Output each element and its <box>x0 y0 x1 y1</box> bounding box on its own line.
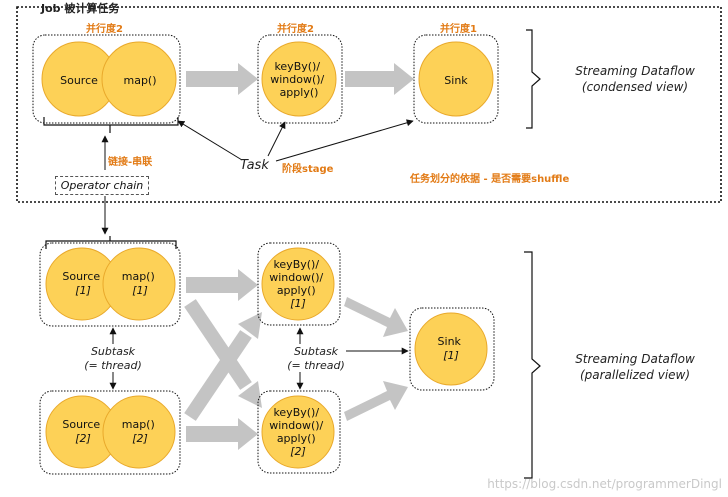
condensed-arrow-2 <box>345 63 414 95</box>
condensed-source-map-box <box>32 34 181 124</box>
condensed-sink-label: Sink <box>444 74 468 87</box>
condensed-view-brace <box>526 29 541 129</box>
subtask-left-subtitle: (= thread) <box>84 359 142 372</box>
job-box <box>16 6 722 203</box>
condensed-map-node <box>101 41 177 117</box>
condensed-keyby-box <box>257 34 343 124</box>
parallel-sink1-node <box>414 312 488 386</box>
parallel-arrow-cross-1 <box>184 299 252 390</box>
parallel-source1-label: Source [1] <box>62 270 103 297</box>
parallel-keyby2-node <box>261 395 335 469</box>
subtask-mid-title: Subtask <box>293 345 339 358</box>
condensed-sink-box <box>413 34 499 124</box>
parallel-arrow-cross-2 <box>184 330 252 421</box>
parallel-arrow-source2-keyby2 <box>186 418 258 450</box>
parallel-arrow-cross-1-head <box>238 381 262 408</box>
parallel-source2-map2-box <box>39 390 181 475</box>
condensed-view-subtitle: (condensed view) <box>581 80 689 94</box>
task-arrow-to-source-group <box>177 120 243 161</box>
parallel-sink1-box <box>409 307 495 391</box>
condensed-keyby-node <box>261 41 337 117</box>
parallel-group-bracket <box>45 236 177 249</box>
parallel-view-title: Streaming Dataflow <box>575 352 695 366</box>
task-arrow-to-sink <box>275 119 414 162</box>
parallelism-label-3: 并行度1 <box>440 24 477 35</box>
parallel-sink1-label: Sink [1] <box>438 335 465 362</box>
parallel-source2-label: Source [2] <box>62 418 103 445</box>
parallel-arrow-keyby1-sink <box>344 297 408 337</box>
parallel-map1-label: map() [1] <box>122 270 159 297</box>
parallel-keyby1-label: keyBy()/ window()/ apply() [1] <box>269 258 327 310</box>
condensed-source-label: Source <box>60 74 98 87</box>
subtask-label-mid: Subtask (= thread) <box>276 345 356 373</box>
parallel-keyby2-box <box>257 390 341 474</box>
shuffle-note: 任务划分的依据 - 是否需要shuffle <box>410 174 570 185</box>
parallel-map2-label: map() [2] <box>122 418 159 445</box>
subtask-mid-subtitle: (= thread) <box>287 359 345 372</box>
task-label: Task <box>240 158 269 173</box>
subtask-left-title: Subtask <box>90 345 136 358</box>
parallel-view-subtitle: (parallelized view) <box>579 368 691 382</box>
subtask-label-left: Subtask (= thread) <box>73 345 153 373</box>
parallel-source1-map1-box <box>39 242 181 327</box>
condensed-group-brace <box>43 117 179 133</box>
parallelism-label-2: 并行度2 <box>277 24 314 35</box>
condensed-sink-node <box>418 41 494 117</box>
parallel-view-brace <box>524 251 541 479</box>
task-arrow-to-keyby <box>267 121 286 157</box>
parallel-map1-node <box>102 247 176 321</box>
condensed-arrow-1 <box>186 63 258 95</box>
parallel-keyby1-box <box>257 242 341 326</box>
parallel-keyby2-label: keyBy()/ window()/ apply() [2] <box>269 406 327 458</box>
operator-chain-label: Operator chain <box>55 176 149 195</box>
parallelism-label-1: 并行度2 <box>86 24 123 35</box>
parallel-map2-node <box>102 395 176 469</box>
condensed-keyby-label: keyBy()/ window()/ apply() <box>270 60 328 99</box>
parallel-view-label: Streaming Dataflow (parallelized view) <box>555 351 715 383</box>
condensed-view-label: Streaming Dataflow (condensed view) <box>555 63 715 95</box>
parallel-arrow-source1-keyby1 <box>186 269 258 301</box>
parallel-keyby1-node <box>261 247 335 321</box>
parallel-arrow-keyby2-sink <box>344 381 408 421</box>
job-label: Job 被计算任务 <box>41 2 120 15</box>
watermark: https://blog.csdn.net/programmerDingl <box>487 477 722 491</box>
parallel-arrow-cross-2-head <box>238 312 262 339</box>
chain-note: 链接-串联 <box>108 157 153 168</box>
condensed-map-label: map() <box>123 74 156 87</box>
condensed-view-title: Streaming Dataflow <box>575 64 695 78</box>
stage-note: 阶段stage <box>282 164 334 175</box>
